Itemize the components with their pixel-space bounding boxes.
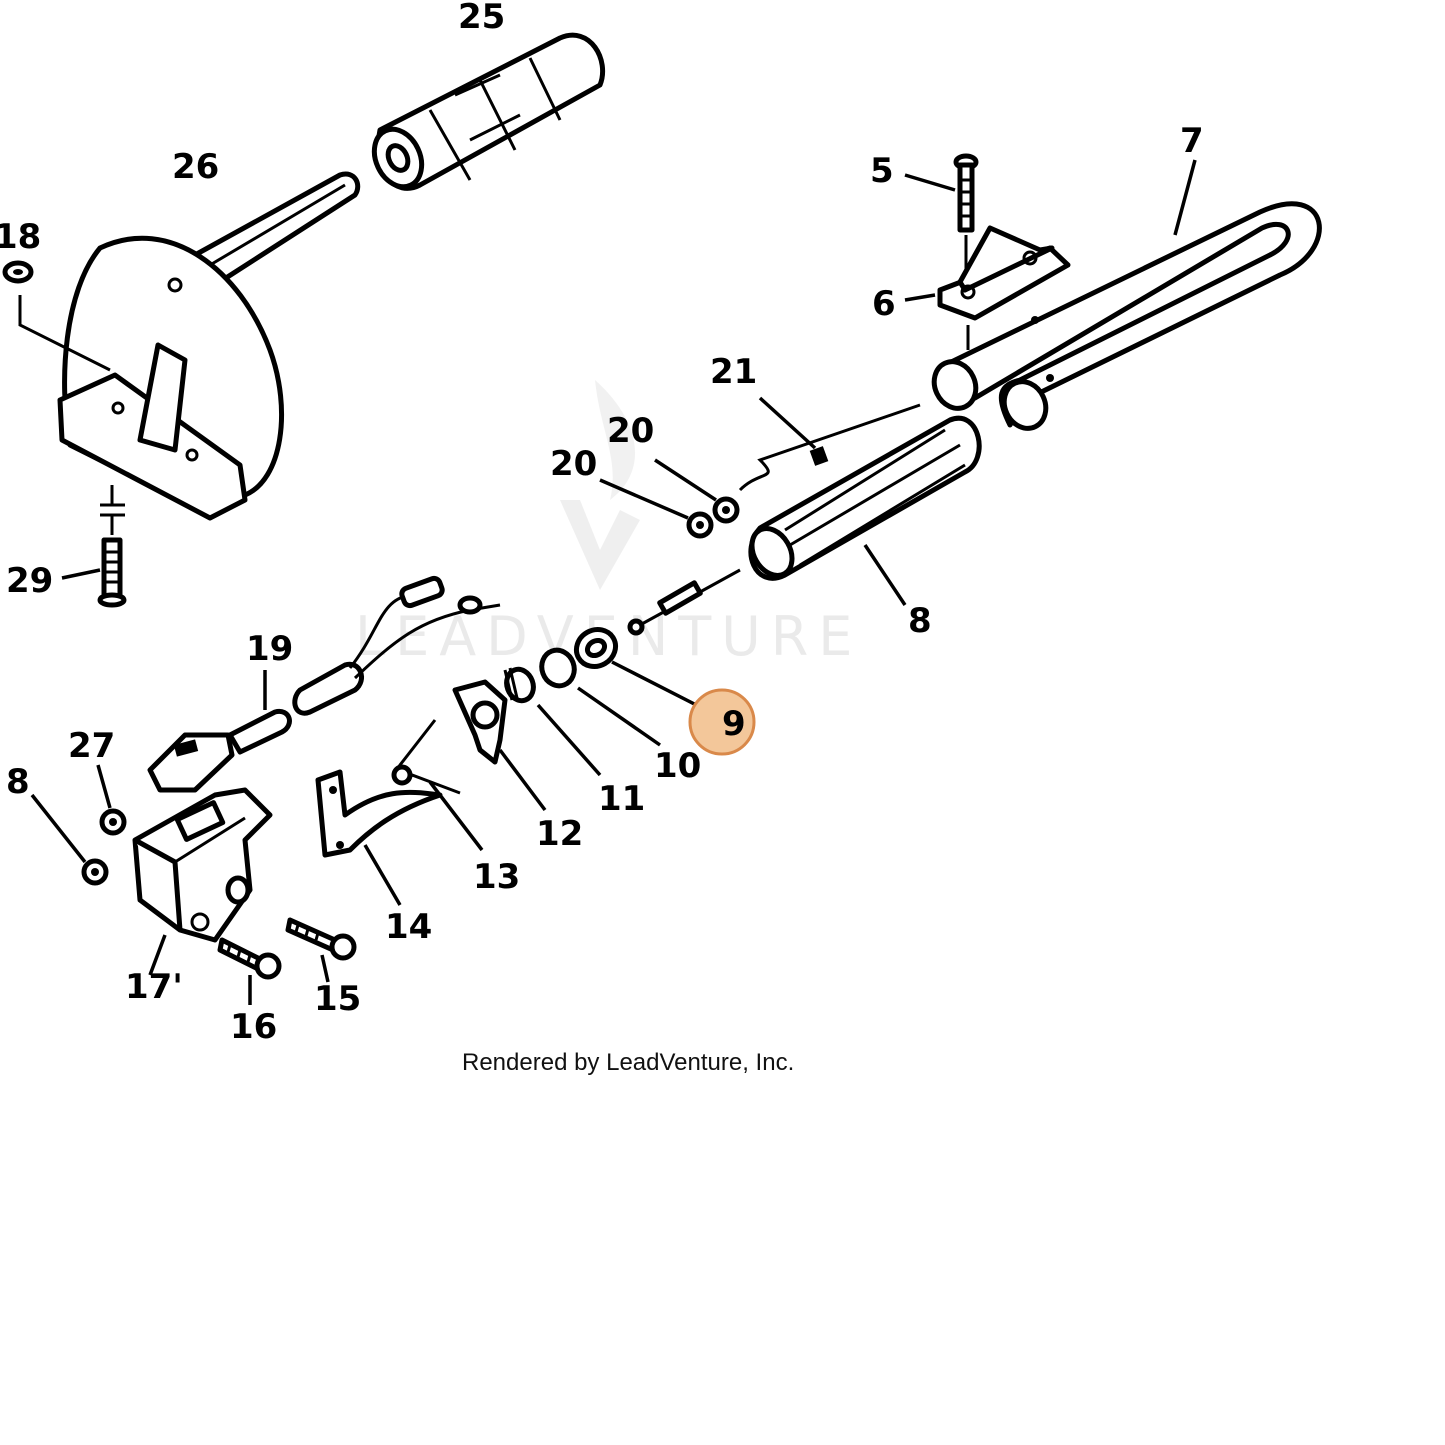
callout-20-upper[interactable]: 20 [607, 411, 654, 451]
part-9-washer[interactable] [570, 622, 711, 714]
callout-6[interactable]: 6 [872, 284, 896, 324]
part-17-housing[interactable] [132, 787, 273, 976]
part-27-nut[interactable] [96, 764, 127, 836]
part-20-nuts[interactable] [599, 458, 740, 539]
callout-26[interactable]: 26 [172, 147, 219, 187]
callout-20-lower[interactable]: 20 [550, 444, 597, 484]
callout-11[interactable]: 11 [598, 779, 645, 819]
part-5-bolt[interactable] [904, 153, 979, 270]
callout-8-grip[interactable]: 8 [908, 601, 932, 641]
part-13-spring[interactable] [391, 719, 484, 852]
part-14-lever[interactable] [315, 769, 443, 906]
part-26-guard[interactable] [57, 171, 361, 521]
part-29-screw[interactable] [61, 485, 127, 608]
part-15-screw[interactable] [285, 917, 357, 983]
callout-17[interactable]: 17' [125, 967, 183, 1007]
part-8-grip[interactable] [627, 415, 982, 636]
callout-27[interactable]: 27 [68, 726, 115, 766]
highlight-callout-9 [688, 688, 756, 756]
part-25-grip[interactable] [365, 32, 606, 194]
callout-18[interactable]: 18 [0, 217, 41, 257]
callout-13[interactable]: 13 [473, 857, 520, 897]
callout-15[interactable]: 15 [314, 979, 361, 1019]
callout-5[interactable]: 5 [870, 151, 894, 191]
callout-9[interactable]: 9 [722, 704, 746, 744]
part-12-cam[interactable] [452, 679, 547, 812]
callout-16[interactable]: 16 [230, 1007, 277, 1047]
callout-labels: 25 26 18 29 5 7 6 21 20 20 8 19 9 10 11 … [0, 0, 1204, 1047]
callout-29[interactable]: 29 [6, 561, 53, 601]
part-8-nut[interactable] [30, 793, 109, 886]
part-11-spring[interactable] [502, 666, 602, 777]
part-6-clamp[interactable] [904, 225, 1071, 350]
callout-10[interactable]: 10 [654, 746, 701, 786]
part-19-harness[interactable] [147, 575, 501, 793]
callout-14[interactable]: 14 [385, 907, 432, 947]
callout-19[interactable]: 19 [246, 629, 293, 669]
part-7-handle[interactable] [927, 159, 1322, 435]
part-18-washer[interactable] [2, 260, 111, 372]
callout-12[interactable]: 12 [536, 814, 583, 854]
callout-8-nut[interactable]: 8 [6, 762, 30, 802]
part-16-screw[interactable] [217, 937, 282, 1005]
part-21-cable[interactable] [738, 396, 921, 492]
callout-7[interactable]: 7 [1180, 121, 1204, 161]
callout-21[interactable]: 21 [710, 352, 757, 392]
part-10-washer[interactable] [537, 646, 661, 747]
callout-25[interactable]: 25 [458, 0, 505, 37]
credit-text: Rendered by LeadVenture, Inc. [462, 1049, 794, 1076]
